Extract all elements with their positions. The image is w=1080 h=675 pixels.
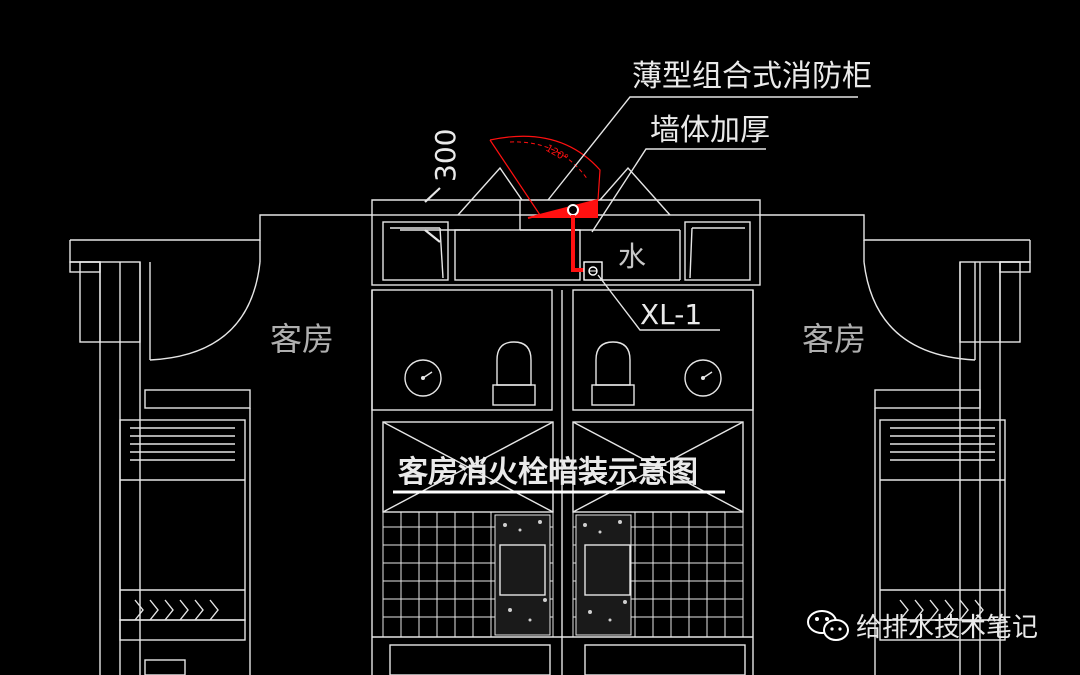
angle-label: 120° — [544, 143, 570, 165]
cabinet-label: 薄型组合式消防柜 — [632, 59, 872, 94]
riser-pipe — [571, 215, 603, 281]
water-label: 水 — [618, 240, 646, 273]
right-closet — [879, 419, 1006, 641]
wall-label: 墙体加厚 — [650, 113, 770, 148]
left-closet — [119, 419, 246, 675]
room-label-left: 客房 — [270, 320, 334, 358]
fire-hydrant-cabinet — [489, 135, 601, 219]
bathrooms — [371, 289, 754, 675]
room-label-right: 客房 — [802, 320, 866, 358]
watermark-text: 给排水技术笔记 — [856, 613, 1038, 643]
leader-lines — [547, 96, 858, 331]
dimension-label: 300 — [429, 129, 462, 182]
shaft-area — [371, 166, 761, 286]
drawing-title: 客房消火栓暗装示意图 — [398, 455, 698, 490]
wechat-icon — [807, 610, 849, 641]
riser-label: XL-1 — [640, 298, 702, 331]
